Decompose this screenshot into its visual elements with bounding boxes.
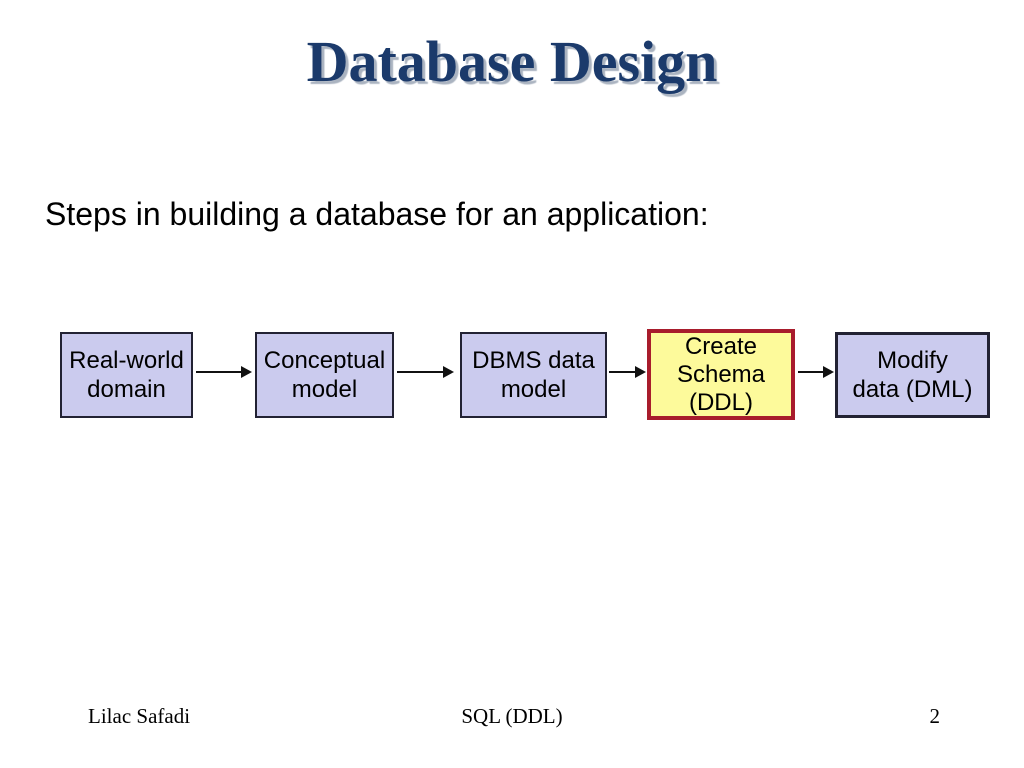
arrow-head-icon [823,366,834,378]
flow-box-dbms-data-model: DBMS data model [460,332,607,418]
arrow-line [196,371,243,373]
slide-subtitle: Steps in building a database for an appl… [45,196,709,232]
footer-author: Lilac Safadi [88,704,191,728]
footer-title: SQL (DDL) [461,704,563,728]
flow-box-conceptual-model: Conceptual model [255,332,394,418]
arrow-line [397,371,445,373]
flow-box-create-schema-ddl: Create Schema (DDL) [647,329,795,420]
slide-title: Database Design [306,29,718,94]
flow-box-real-world-domain: Real-world domain [60,332,193,418]
page-number: 2 [929,704,941,728]
arrow-head-icon [241,366,252,378]
arrow-head-icon [443,366,454,378]
slide-footer: Lilac Safadi SQL (DDL) 2 [0,704,1024,734]
flow-box-modify-data-dml: Modify data (DML) [835,332,990,418]
arrow-line [798,371,825,373]
arrow-line [609,371,637,373]
arrow-head-icon [635,366,646,378]
